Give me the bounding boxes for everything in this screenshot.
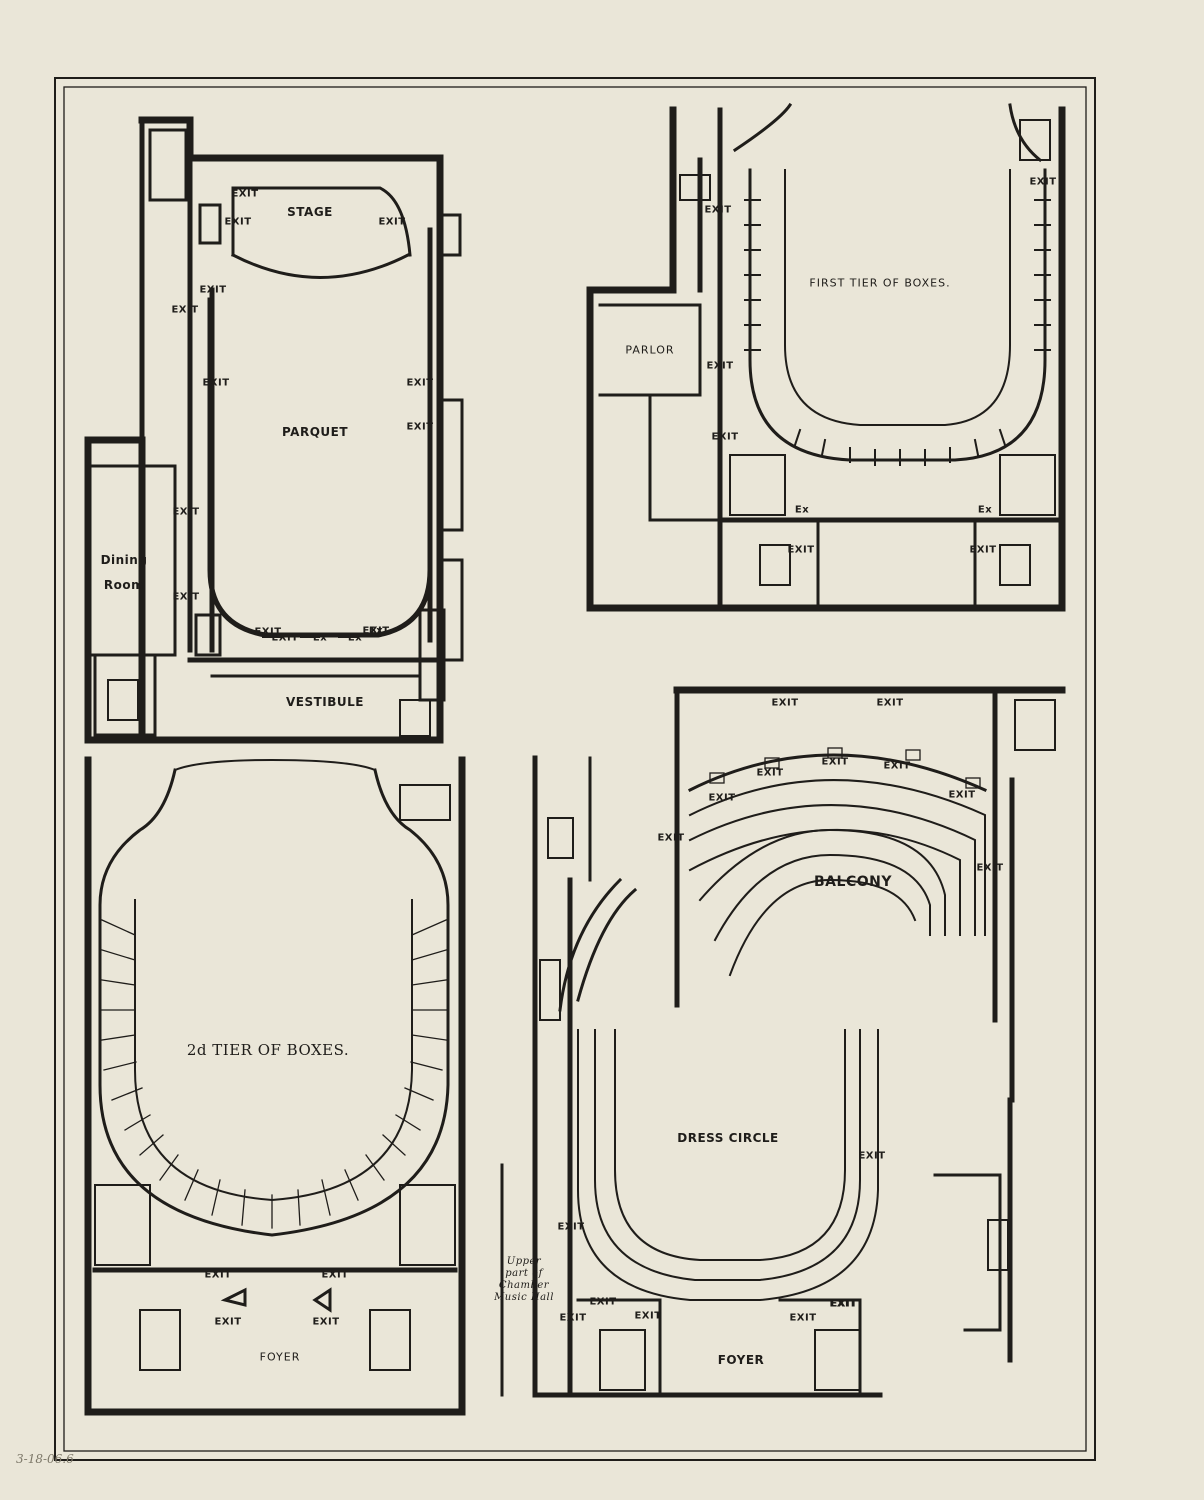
balcony-plan bbox=[500, 686, 1066, 1398]
box-radials bbox=[101, 919, 447, 1229]
parquet-label-10: EXIT bbox=[172, 506, 200, 518]
parquet-plan bbox=[84, 116, 464, 744]
first-tier-label-8: EXIT bbox=[787, 544, 815, 556]
balcony-dress-circle-label-5: EXIT bbox=[708, 792, 736, 804]
balcony-dress-circle-label-19: EXIT bbox=[829, 1298, 857, 1310]
second-tier-label-2: EXIT bbox=[321, 1269, 349, 1281]
second-tier-label-1: EXIT bbox=[204, 1269, 232, 1281]
parquet-label-1: EXIT bbox=[231, 188, 259, 200]
parquet-label-13: Room bbox=[103, 578, 145, 592]
second-tier-label-5: FOYER bbox=[259, 1350, 301, 1364]
parquet-label-9: PARQUET bbox=[281, 425, 349, 439]
balcony-dress-circle-label-7: EXIT bbox=[657, 832, 685, 844]
balcony-dress-circle-label-9: BALCONY bbox=[814, 874, 892, 890]
box-partitions bbox=[744, 199, 1051, 466]
parquet-label-4: EXIT bbox=[199, 284, 227, 296]
parquet-label-11: EXIT bbox=[172, 591, 200, 603]
balcony-dress-circle-label-13: Upper part of Chamber Music Hall bbox=[494, 1256, 554, 1303]
balcony-dress-circle-label-6: EXIT bbox=[948, 789, 976, 801]
balcony-dress-circle-label-15: EXIT bbox=[634, 1310, 662, 1322]
first-tier-label-5: EXIT bbox=[711, 431, 739, 443]
balcony-dress-circle-label-3: EXIT bbox=[821, 756, 849, 768]
parquet-label-19: EXIT bbox=[362, 625, 390, 637]
first-tier-label-0: EXIT bbox=[1029, 176, 1057, 188]
second-tier-label-3: EXIT bbox=[214, 1316, 242, 1328]
balcony-dress-circle-label-20: FOYER bbox=[717, 1353, 765, 1367]
first-tier-label-6: Ex bbox=[794, 504, 810, 516]
first-tier-plan bbox=[586, 102, 1066, 612]
balcony-dress-circle-label-12: EXIT bbox=[557, 1221, 585, 1233]
parquet-label-17: Ex bbox=[347, 632, 363, 644]
parquet-label-16: Ex bbox=[312, 632, 328, 644]
second-tier-label-0: 2d TIER OF BOXES. bbox=[186, 1041, 350, 1059]
parquet-label-20: VESTIBULE bbox=[285, 695, 365, 709]
first-tier-label-4: EXIT bbox=[706, 360, 734, 372]
second-tier-label-4: EXIT bbox=[312, 1316, 340, 1328]
balcony-dress-circle-label-18: EXIT bbox=[789, 1312, 817, 1324]
parquet-label-12: Dining bbox=[100, 553, 148, 567]
balcony-dress-circle-label-14: EXIT bbox=[589, 1296, 617, 1308]
parquet-label-8: EXIT bbox=[406, 421, 434, 433]
parquet-label-5: EXIT bbox=[171, 304, 199, 316]
first-tier-label-9: EXIT bbox=[969, 544, 997, 556]
first-tier-label-2: FIRST TIER OF BOXES. bbox=[809, 276, 951, 290]
parquet-label-6: EXIT bbox=[202, 377, 230, 389]
inner-border bbox=[63, 86, 1087, 1452]
sheet-reference: 3-18-06.6 bbox=[16, 1452, 74, 1466]
first-tier-label-7: Ex bbox=[977, 504, 993, 516]
parquet-label-2: EXIT bbox=[224, 216, 252, 228]
first-tier-label-1: EXIT bbox=[704, 204, 732, 216]
balcony-dress-circle-label-16: EXIT bbox=[830, 1298, 858, 1310]
balcony-dress-circle-label-0: EXIT bbox=[771, 697, 799, 709]
first-tier-label-3: PARLOR bbox=[625, 343, 675, 357]
outer-border bbox=[54, 77, 1096, 1461]
parquet-label-18: Ex bbox=[368, 625, 384, 637]
parquet-label-3: EXIT bbox=[378, 216, 406, 228]
balcony-dress-circle-label-17: EXIT bbox=[559, 1312, 587, 1324]
parquet-label-14: EXIT bbox=[254, 626, 282, 638]
balcony-dress-circle-label-10: DRESS CIRCLE bbox=[677, 1131, 779, 1145]
parquet-label-7: EXIT bbox=[406, 377, 434, 389]
parquet-label-15: EXIT bbox=[271, 632, 299, 644]
parquet-label-0: STAGE bbox=[287, 205, 333, 219]
balcony-dress-circle-label-4: EXIT bbox=[883, 760, 911, 772]
balcony-dress-circle-label-2: EXIT bbox=[756, 767, 784, 779]
second-tier-plan bbox=[84, 756, 466, 1416]
balcony-dress-circle-label-1: EXIT bbox=[876, 697, 904, 709]
balcony-dress-circle-label-11: EXIT bbox=[858, 1150, 886, 1162]
balcony-dress-circle-label-8: EXIT bbox=[976, 862, 1004, 874]
